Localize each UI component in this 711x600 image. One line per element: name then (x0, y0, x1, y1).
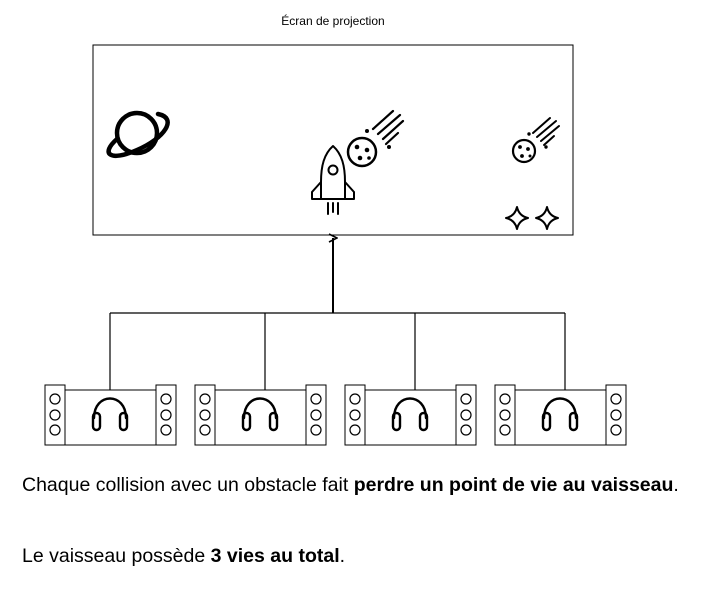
controller-unit (194, 384, 327, 446)
controller-button (499, 409, 511, 421)
collision-rule-bold: perdre un point de vie au vaisseau (353, 474, 674, 496)
controller-button (460, 409, 472, 421)
controller-unit (44, 384, 177, 446)
controller-button (349, 409, 361, 421)
meteor-icon (346, 109, 405, 168)
planet-icon (106, 110, 170, 159)
controller-button (49, 409, 61, 421)
collision-rule-text: Chaque collision avec un obstacle fait p… (22, 473, 688, 497)
lives-rule-text: Le vaisseau possède 3 vies au total. (22, 544, 688, 568)
controller-button (160, 424, 172, 436)
controllers-group (44, 384, 627, 446)
controller-unit (494, 384, 627, 446)
controller-button (460, 393, 472, 405)
collision-rule-before: Chaque collision avec un obstacle fait (22, 474, 354, 496)
controller-button (349, 393, 361, 405)
controller-button (610, 409, 622, 421)
collision-rule-after: . (673, 474, 679, 496)
controller-button (199, 424, 211, 436)
headphones-icon (541, 397, 579, 432)
connector-lines (109, 238, 566, 390)
controller-button (499, 393, 511, 405)
controller-button (199, 409, 211, 421)
screen-title: Écran de projection (281, 13, 384, 28)
controller-button (310, 393, 322, 405)
controller-button (160, 409, 172, 421)
controller-button (49, 393, 61, 405)
controller-button (349, 424, 361, 436)
controller-button (460, 424, 472, 436)
controller-button (610, 424, 622, 436)
controller-button (160, 393, 172, 405)
lives-rule-bold: 3 vies au total (210, 545, 340, 567)
sparkle-icon (505, 206, 559, 230)
meteor-small-icon (511, 117, 560, 164)
controller-unit (344, 384, 477, 446)
headphones-icon (91, 397, 129, 432)
controller-button (310, 424, 322, 436)
controller-button (610, 393, 622, 405)
headphones-icon (241, 397, 279, 432)
diagram-canvas: Écran de projection (44, 13, 627, 446)
controller-button (199, 393, 211, 405)
lives-rule-before: Le vaisseau possède (22, 545, 211, 567)
headphones-icon (391, 397, 429, 432)
lives-rule-after: . (339, 545, 346, 567)
controller-button (49, 424, 61, 436)
controller-button (499, 424, 511, 436)
rocket-icon (311, 145, 355, 215)
controller-button (310, 409, 322, 421)
